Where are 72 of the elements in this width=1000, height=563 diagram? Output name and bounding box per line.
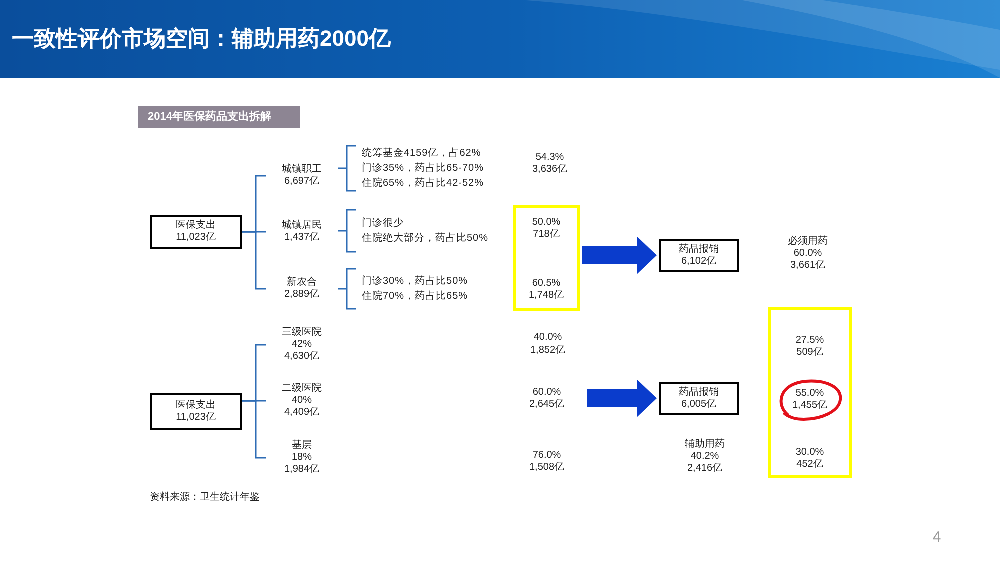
value-label: 辅助用药	[685, 439, 725, 451]
value-label: 76.0%	[532, 450, 562, 462]
category-label: 4,409亿	[284, 407, 320, 419]
section-tag	[138, 106, 300, 128]
category-label: 1,437亿	[284, 232, 320, 244]
value-label: 2,645亿	[529, 399, 565, 411]
process-box	[150, 393, 242, 430]
category-label: 三级医院	[282, 327, 322, 339]
value-label: 40.2%	[690, 451, 720, 463]
note-text: 门诊35%，药占比65-70%	[362, 162, 484, 176]
value-label: 60.0%	[794, 248, 822, 260]
category-label: 4,630亿	[284, 351, 320, 363]
value-label: 1,852亿	[530, 345, 566, 357]
value-text: 55.0%	[796, 388, 824, 400]
value-text: 30.0%	[796, 447, 824, 459]
tag-text: 2014年医保药品支出拆解	[148, 110, 272, 124]
box-text: 6,005亿	[681, 398, 717, 410]
value-label: 2,416亿	[687, 463, 723, 475]
value-label: 3,661亿	[790, 260, 826, 272]
value-label: 1,508亿	[529, 462, 565, 474]
value-text: 718亿	[533, 229, 560, 241]
value-text: 452亿	[796, 459, 824, 471]
slide-title: 一致性评价市场空间：辅助用药2000亿	[12, 25, 391, 53]
box-text: 药品报销	[679, 386, 719, 398]
value-label: 54.3%	[536, 152, 564, 164]
note-text: 门诊30%，药占比50%	[362, 274, 468, 289]
category-label: 18%	[292, 452, 312, 464]
box-text: 医保支出	[176, 220, 216, 232]
brace-line	[337, 145, 357, 192]
highlight-frame	[513, 205, 580, 311]
box-text: 11,023亿	[176, 232, 216, 244]
value-text: 50.0%	[532, 217, 561, 229]
value-text: 1,455亿	[792, 400, 828, 412]
source-note: 资料来源：卫生统计年鉴	[150, 492, 260, 504]
note-text: 统筹基金4159亿，占62%	[362, 146, 482, 161]
block-arrow	[582, 236, 657, 274]
process-box	[150, 215, 242, 249]
box-text: 6,102亿	[681, 256, 717, 268]
note-text: 住院绝大部分，药占比50%	[362, 232, 489, 246]
category-label: 40%	[292, 395, 312, 407]
value-text: 60.5%	[532, 278, 561, 290]
category-label: 1,984亿	[284, 464, 320, 476]
note-text: 门诊很少	[362, 216, 404, 231]
category-label: 新农合	[287, 277, 317, 289]
value-text: 27.5%	[796, 335, 824, 347]
value-label: 60.0%	[532, 387, 562, 399]
note-text: 住院65%，药占比42-52%	[362, 176, 484, 191]
brace-line	[337, 268, 357, 310]
brace-line	[242, 400, 266, 459]
brace-line	[242, 231, 266, 290]
box-text: 药品报销	[679, 244, 719, 256]
brace-line	[337, 209, 357, 253]
category-label: 2,889亿	[284, 289, 320, 301]
value-text: 509亿	[796, 347, 824, 359]
highlight-frame	[768, 307, 852, 478]
category-label: 6,697亿	[284, 176, 320, 188]
value-label: 3,636亿	[532, 164, 568, 176]
block-arrow	[587, 380, 657, 418]
category-label: 42%	[292, 339, 312, 351]
value-label: 40.0%	[534, 332, 562, 344]
page-number: 4	[932, 529, 942, 547]
category-label: 二级医院	[282, 383, 322, 395]
process-box	[659, 239, 739, 272]
value-label: 必须用药	[788, 236, 828, 248]
category-label: 基层	[292, 440, 312, 452]
note-text: 住院70%，药占比65%	[362, 290, 468, 304]
box-text: 11,023亿	[176, 412, 216, 424]
category-label: 城镇居民	[282, 220, 322, 232]
box-text: 医保支出	[176, 400, 216, 412]
process-box	[659, 382, 739, 415]
value-text: 1,748亿	[528, 290, 564, 302]
category-label: 城镇职工	[282, 164, 322, 176]
